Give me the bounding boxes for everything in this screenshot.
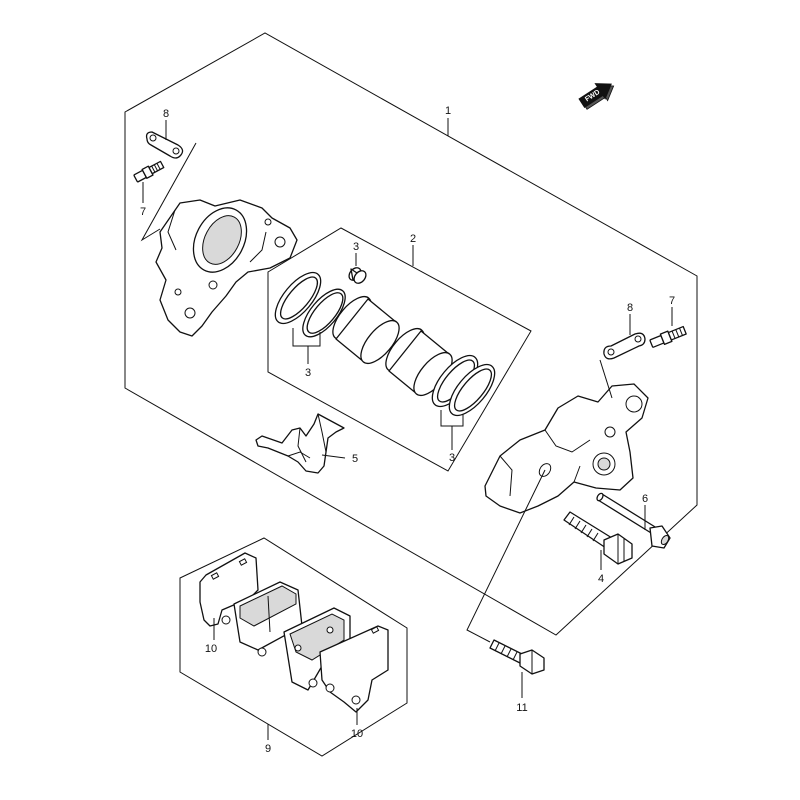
right-leader-link	[599, 359, 613, 399]
part-8-right-link	[603, 332, 646, 360]
callout-5: 5	[352, 453, 358, 465]
part-8-left-link	[145, 131, 184, 159]
caliper-body-right-half	[484, 383, 649, 514]
part-2-piston-right	[385, 327, 453, 397]
assembly-2-outline	[267, 227, 532, 472]
part-7-right-bleeder-screw	[649, 325, 687, 348]
callout-3-top: 3	[353, 241, 359, 253]
callout-7-left: 7	[140, 206, 146, 218]
callout-4: 4	[598, 573, 604, 585]
part-3-left-seals	[274, 271, 346, 338]
callout-3-left: 3	[305, 367, 311, 379]
assembly-1-outline	[124, 32, 698, 636]
left-leader-chevron	[140, 142, 197, 242]
part-11-bolt	[489, 639, 545, 675]
callout-2: 2	[410, 233, 416, 245]
callout-9: 9	[265, 743, 271, 755]
callout-7-right: 7	[669, 295, 675, 307]
forward-arrow-icon: FWD	[578, 83, 615, 110]
assembly-9-outline	[179, 537, 408, 757]
callout-6: 6	[642, 493, 648, 505]
part-7-left-bleeder-screw	[133, 160, 165, 183]
part-3-right-seals	[431, 354, 496, 417]
callout-3-right: 3	[449, 452, 455, 464]
callout-11: 11	[516, 702, 527, 714]
callout-10-left: 10	[205, 643, 217, 655]
caliper-body-left-half	[155, 199, 298, 337]
callout-8-left: 8	[163, 108, 169, 120]
callout-1: 1	[445, 105, 451, 117]
callout-8-right: 8	[627, 302, 633, 314]
part-10-right-shim	[319, 625, 389, 713]
part-3-top-cap	[348, 267, 367, 284]
part-11-leader-axis	[466, 469, 546, 643]
part-2-piston-left	[332, 295, 400, 365]
part-4-bolt	[563, 511, 633, 565]
leader-lines	[142, 118, 673, 740]
part-5-pad-spring	[255, 413, 345, 474]
callout-10-right: 10	[351, 728, 363, 740]
